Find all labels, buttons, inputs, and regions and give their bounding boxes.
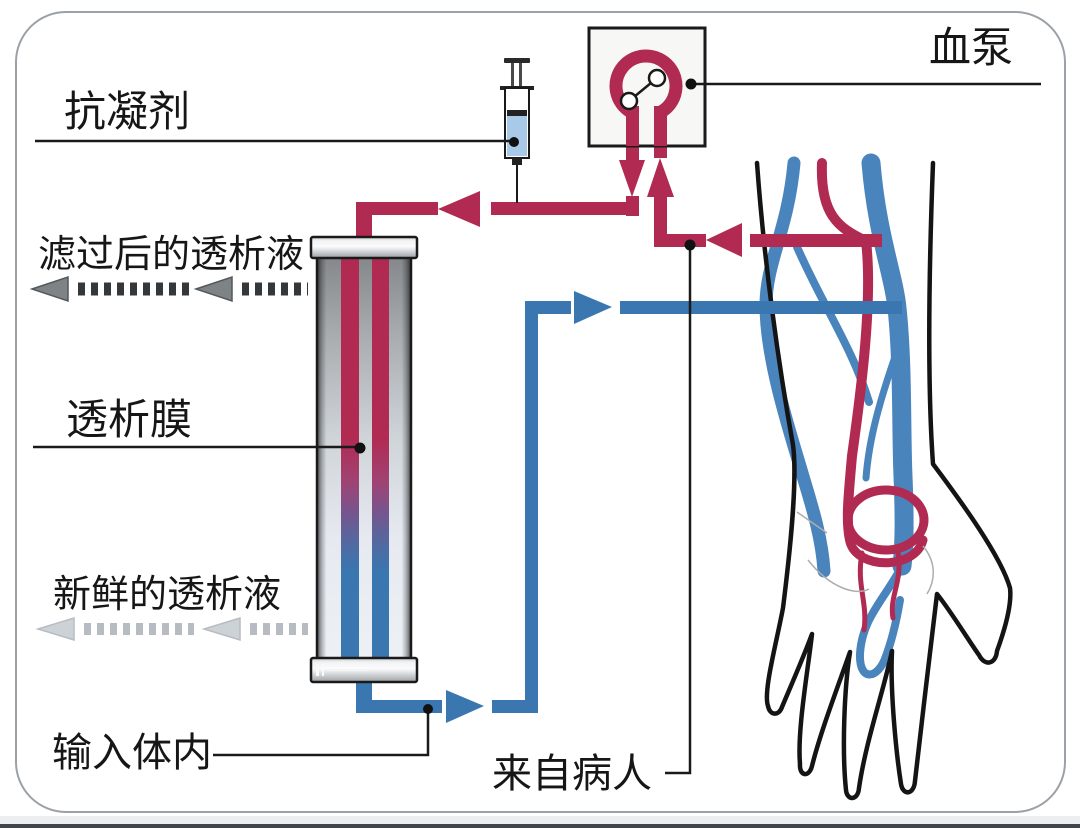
- label-fresh-dialysate: 新鲜的透析液: [53, 572, 281, 616]
- pump-roller-icon: [647, 68, 667, 88]
- into-body-leader-line: [213, 712, 430, 757]
- red-arrow-left-icon: [706, 223, 742, 257]
- connector-dot: [685, 78, 697, 90]
- label-blood-pump: 血泵: [929, 23, 1013, 72]
- hand-outline: [754, 160, 1013, 801]
- syringe-plunger-seal: [507, 110, 527, 116]
- fresh-dialysate-flow: [35, 616, 308, 642]
- from-patient-leader-line: [665, 247, 692, 775]
- arm-artery-fistula: [816, 158, 929, 633]
- connector-dot: [354, 442, 366, 454]
- gray-arrow-left-icon: [193, 275, 233, 303]
- filtered-dialysate-flow: [29, 275, 308, 303]
- gray-arrow-left-icon: [29, 275, 69, 303]
- figure-border-frame: [15, 11, 1066, 813]
- fistula-loop: [843, 485, 929, 555]
- syringe-fluid: [507, 116, 527, 156]
- blood-pump: [587, 26, 707, 148]
- light-arrow-right-icon: [35, 616, 75, 642]
- label-dialysis-membrane: 透析膜: [66, 395, 192, 444]
- label-anticoagulant: 抗凝剂: [64, 87, 190, 136]
- bottom-strip: [0, 816, 1080, 824]
- dialyzer-top-cap: [309, 235, 419, 260]
- light-arrow-right-icon: [201, 616, 241, 642]
- label-from-patient: 来自病人: [492, 751, 652, 797]
- red-arrow-down-icon: [619, 160, 645, 197]
- syringe-plunger-flange: [504, 58, 530, 63]
- bottom-edge-line: [0, 824, 1080, 828]
- pump-roller-icon: [619, 91, 639, 111]
- connector-dot: [509, 137, 519, 147]
- blue-arrow-right-icon: [574, 291, 612, 324]
- red-arrow-left-icon: [438, 191, 480, 227]
- red-arrow-up-icon: [647, 158, 674, 197]
- connector-dot: [423, 704, 433, 714]
- anticoagulant-syringe: [500, 58, 534, 203]
- connector-dot: [684, 239, 696, 251]
- wrist-creases: [796, 511, 934, 595]
- label-filtered-dialysate: 滤过后的透析液: [38, 232, 304, 276]
- blue-arrow-right-icon: [446, 690, 484, 723]
- dialyzer: [309, 235, 419, 684]
- leader-lines: [33, 82, 1041, 775]
- label-into-body: 输入体内: [52, 730, 212, 776]
- leader-dots: [354, 78, 697, 714]
